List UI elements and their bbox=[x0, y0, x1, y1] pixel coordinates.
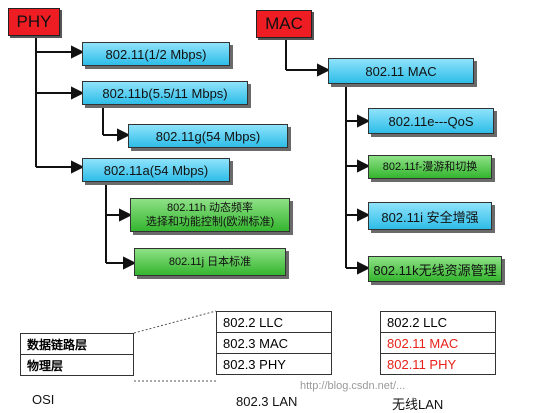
osi-table: 数据链路层 物理层 bbox=[20, 333, 134, 376]
phy-item-80211g: 802.11g(54 Mbps) bbox=[128, 124, 288, 148]
wlan-row-phy: 802.11 PHY bbox=[380, 353, 496, 375]
phy-sub-80211h-line1: 802.11h 动态频率 bbox=[166, 202, 253, 214]
wlan-row-mac: 802.11 MAC bbox=[380, 332, 496, 354]
phy-sub-80211h: 802.11h 动态频率 选择和功能控制(欧洲标准) bbox=[130, 198, 290, 232]
lan8023-row-phy: 802.3 PHY bbox=[216, 353, 332, 375]
osi-footer: OSI bbox=[32, 392, 55, 407]
wlan-row-llc: 802.2 LLC bbox=[380, 311, 496, 333]
phy-item-80211: 802.11(1/2 Mbps) bbox=[82, 42, 230, 66]
lan8023-row-mac: 802.3 MAC bbox=[216, 332, 332, 354]
osi-row-physical: 物理层 bbox=[20, 354, 134, 376]
mac-item-80211f: 802.11f-漫游和切换 bbox=[368, 155, 492, 179]
phy-sub-80211j: 802.11j 日本标准 bbox=[134, 248, 286, 276]
wlan-footer: 无线LAN bbox=[392, 397, 444, 412]
phy-item-80211a: 802.11a(54 Mbps) bbox=[82, 158, 230, 182]
phy-header: PHY bbox=[8, 8, 60, 36]
mac-header: MAC bbox=[256, 10, 312, 38]
mac-root: 802.11 MAC bbox=[328, 58, 474, 84]
lan8023-table: 802.2 LLC 802.3 MAC 802.3 PHY bbox=[216, 311, 332, 375]
phy-sub-80211h-line2: 选择和功能控制(欧洲标准) bbox=[145, 216, 275, 228]
mac-item-80211e: 802.11e---QoS bbox=[368, 108, 494, 134]
mac-item-80211i: 802.11i 安全增强 bbox=[368, 202, 492, 230]
lan8023-row-llc: 802.2 LLC bbox=[216, 311, 332, 333]
phy-item-80211b: 802.11b(5.5/11 Mbps) bbox=[82, 81, 248, 105]
wlan-table: 802.2 LLC 802.11 MAC 802.11 PHY bbox=[380, 311, 496, 375]
watermark: http://blog.csdn.net/... bbox=[300, 380, 406, 392]
mac-item-80211k: 802.11k无线资源管理 bbox=[368, 256, 502, 282]
osi-row-datalink: 数据链路层 bbox=[20, 333, 134, 355]
lan8023-footer: 802.3 LAN bbox=[236, 394, 298, 409]
